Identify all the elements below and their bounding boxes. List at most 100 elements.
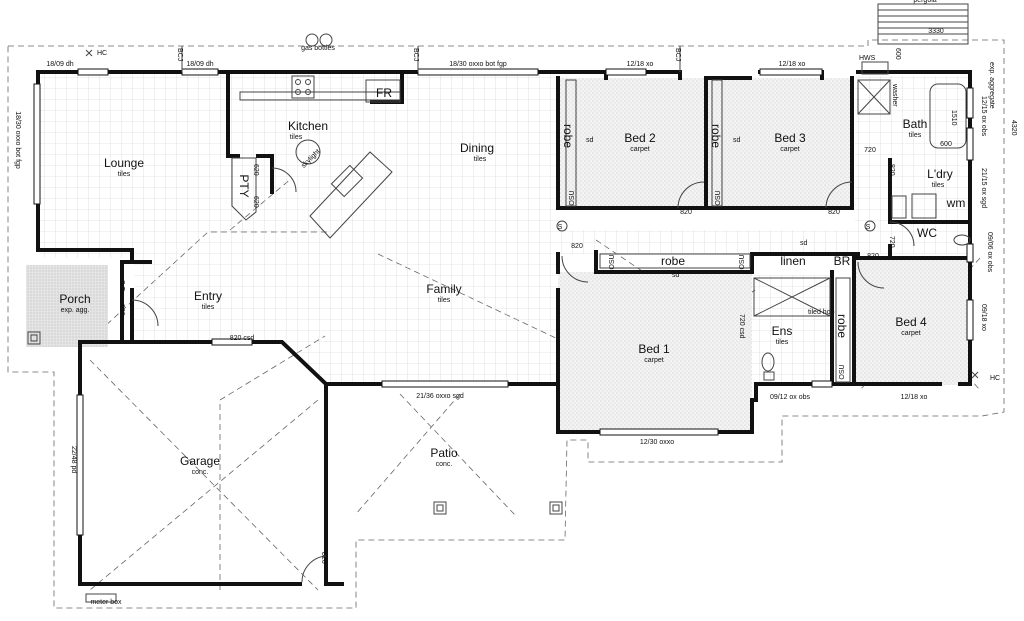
- dim-w0912: 09/12 ox obs: [770, 394, 811, 401]
- dim-d620-b: 620: [252, 196, 259, 208]
- dim-3330: 3330: [928, 28, 944, 35]
- room-bed1: Bed 1: [638, 342, 670, 356]
- dim-w1218-b: 12/18 xo: [779, 61, 806, 68]
- room-lounge: Lounge: [104, 156, 144, 170]
- label-gas-bottles: gas bottles: [301, 45, 335, 52]
- dim-w1218-a: 12/18 xo: [627, 61, 654, 68]
- room-labels: Lounge tiles Kitchen tiles Dining tiles …: [59, 86, 965, 476]
- dim-w1215: 12/15 ox obs: [980, 96, 987, 137]
- label-smoke-1: S: [558, 224, 563, 231]
- dim-d820-porch: 820: [118, 304, 125, 316]
- room-bed2: Bed 2: [624, 131, 656, 145]
- dim-w1230: 12/30 oxxo: [640, 439, 674, 446]
- dim-w1830-top: 18/30 oxxo bot fgp: [449, 61, 507, 68]
- label-smoke-tube: S.T.: [118, 280, 125, 292]
- finish-porch: exp. agg.: [61, 307, 90, 314]
- dim-600-a: 600: [940, 141, 952, 148]
- dim-w0906: 09/06 ox obs: [986, 232, 993, 273]
- label-sd-bed2: sd: [586, 137, 594, 144]
- label-broom: BR: [834, 254, 851, 268]
- dim-w2248: 22/48 pd: [70, 446, 77, 473]
- finish-bed2: carpet: [630, 146, 650, 153]
- label-robe-bed3: robe: [709, 124, 723, 148]
- label-osu-bed1: OSU: [609, 254, 616, 269]
- room-garage: Garage: [180, 454, 220, 468]
- room-wc: WC: [917, 226, 937, 240]
- room-family: Family: [426, 282, 461, 296]
- room-ensuite: Ens: [772, 324, 793, 338]
- dim-w1809-b: 18/09 dh: [186, 61, 213, 68]
- dim-d820-bed3: 820: [828, 209, 840, 216]
- label-pergola: pergola: [913, 0, 936, 4]
- finish-kitchen: tiles: [290, 134, 303, 141]
- label-hc-right: HC: [990, 375, 1000, 382]
- room-porch: Porch: [59, 292, 90, 306]
- label-bcj-3: BCJ: [674, 48, 681, 61]
- finish-entry: tiles: [202, 304, 215, 311]
- dim-w1809-a: 18/09 dh: [46, 61, 73, 68]
- dim-w2115: 21/15 ox sgd: [980, 168, 987, 208]
- label-osu-bed3: OSU: [715, 190, 722, 205]
- finish-bed3: carpet: [780, 146, 800, 153]
- label-tiled-hob: tiled hob: [808, 309, 835, 316]
- label-osu-bed1-b: OSU: [739, 254, 746, 269]
- dim-d720-bath: 720: [864, 147, 876, 154]
- room-bed3: Bed 3: [774, 131, 806, 145]
- dim-4320: 4320: [1010, 120, 1017, 136]
- dim-d820-bed4: 820: [867, 253, 879, 260]
- label-washing-machine: wm: [946, 196, 966, 210]
- label-sd-linen: sd: [800, 240, 808, 247]
- label-hc-top: HC: [97, 50, 107, 57]
- finish-ensuite: tiles: [776, 339, 789, 346]
- label-exp-aggregate: exp. aggregate: [988, 62, 995, 109]
- label-sd-bed3: sd: [733, 137, 741, 144]
- label-pantry: PTY: [237, 174, 251, 197]
- label-meter-box: meter box: [90, 599, 122, 606]
- label-robe-bed4: robe: [835, 314, 849, 338]
- finish-family: tiles: [438, 297, 451, 304]
- dim-w0918: 09/18 xo: [980, 304, 987, 331]
- dim-w2136: 21/36 oxxo sgd: [416, 393, 464, 400]
- dim-1510: 1510: [950, 110, 957, 126]
- dim-d820-laundry: 820: [888, 164, 895, 176]
- finish-lounge: tiles: [118, 171, 131, 178]
- dim-600-b: 600: [894, 48, 901, 60]
- label-osu-bed4: OSU: [839, 364, 846, 379]
- finish-dining: tiles: [474, 156, 487, 163]
- finish-bed1: carpet: [644, 357, 664, 364]
- label-hws: HWS: [859, 55, 876, 62]
- label-bcj-1: BCJ: [176, 48, 183, 61]
- dim-d720csd: 720 csd: [738, 314, 745, 339]
- room-bed4: Bed 4: [895, 315, 927, 329]
- room-kitchen: Kitchen: [288, 119, 328, 133]
- label-smoke-2: S: [866, 224, 871, 231]
- label-robe-bed1: robe: [661, 254, 685, 268]
- dim-d820-garage: 820: [320, 552, 327, 564]
- room-dining: Dining: [460, 141, 494, 155]
- finish-patio: conc.: [436, 461, 453, 468]
- label-fridge: FR: [376, 86, 392, 100]
- finish-bath: tiles: [909, 132, 922, 139]
- finish-garage: conc.: [192, 469, 209, 476]
- finish-laundry: tiles: [932, 182, 945, 189]
- floor-finishes: [26, 72, 971, 430]
- dim-d620-a: 620: [252, 164, 259, 176]
- label-linen: linen: [780, 254, 805, 268]
- label-osu-bed2: OSU: [569, 190, 576, 205]
- windows: [33, 68, 974, 536]
- label-washer: washer: [891, 83, 898, 107]
- dim-d720-wc: 720: [888, 236, 895, 248]
- room-bath: Bath: [903, 117, 928, 131]
- dimension-labels: 18/09 dh 18/09 dh 18/30 oxxo bot fgp 12/…: [14, 28, 1017, 564]
- room-patio: Patio: [430, 446, 458, 460]
- room-entry: Entry: [194, 289, 222, 303]
- label-robe-bed2: robe: [561, 124, 575, 148]
- label-sd-bed1: sd: [672, 272, 680, 279]
- dim-d820csd: 820 csd: [230, 335, 255, 342]
- room-laundry: L'dry: [927, 167, 953, 181]
- finish-bed4: carpet: [901, 330, 921, 337]
- label-bcj-2: BCJ: [412, 48, 419, 61]
- dim-d820-bed2: 820: [680, 209, 692, 216]
- dim-w1218-c: 12/18 xo: [901, 394, 928, 401]
